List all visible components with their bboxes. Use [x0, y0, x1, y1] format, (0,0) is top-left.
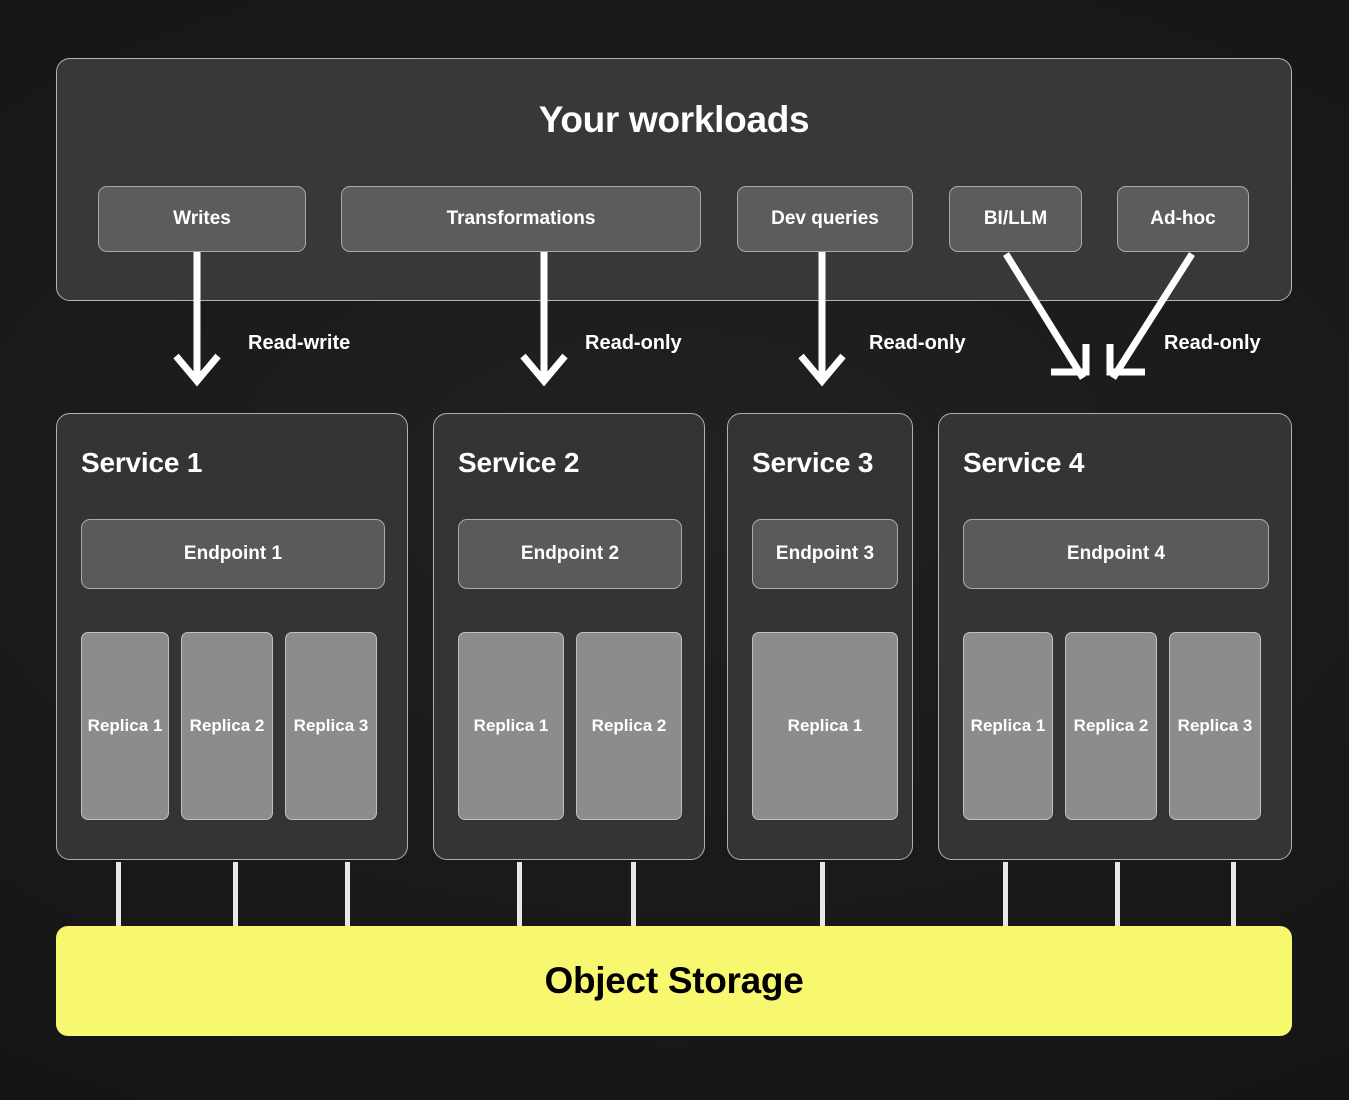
object-storage-label: Object Storage — [544, 960, 804, 1001]
replica-row: Replica 1 Replica 2 Replica 3 — [963, 632, 1261, 820]
storage-connector-s2-r2 — [631, 862, 636, 928]
storage-connector-s1-r1 — [116, 862, 121, 928]
endpoint-label: Endpoint 2 — [520, 543, 620, 564]
service-card-3[interactable]: Service 3 Endpoint 3 Replica 1 — [727, 413, 913, 860]
workloads-panel: Your workloads Writes Transformations Dev … — [56, 58, 1292, 301]
replica-row: Replica 1 — [752, 632, 898, 820]
replica-box[interactable]: Replica 1 — [81, 632, 169, 820]
service-title: Service 2 — [458, 447, 580, 478]
endpoint-box-3[interactable]: Endpoint 3 — [752, 519, 898, 589]
replica-box[interactable]: Replica 3 — [285, 632, 377, 820]
arrow-writes-head — [173, 353, 221, 387]
storage-connector-s1-r2 — [233, 862, 238, 928]
replica-row: Replica 1 Replica 2 Replica 3 — [81, 632, 377, 820]
replica-box[interactable]: Replica 1 — [752, 632, 898, 820]
workload-chip-dev-queries[interactable]: Dev queries — [737, 186, 913, 252]
replica-box[interactable]: Replica 2 — [1065, 632, 1157, 820]
arrow-transformations-head — [520, 353, 568, 387]
workload-chip-label: Transformations — [446, 208, 596, 229]
workload-chip-label: Dev queries — [771, 208, 879, 229]
replica-label: Replica 2 — [189, 716, 265, 735]
replica-label: Replica 3 — [293, 716, 369, 735]
workload-chip-ad-hoc[interactable]: Ad-hoc — [1117, 186, 1249, 252]
workloads-title: Your workloads — [538, 99, 810, 140]
replica-box[interactable]: Replica 1 — [458, 632, 564, 820]
storage-connector-s4-r2 — [1115, 862, 1120, 928]
replica-label: Replica 1 — [473, 716, 549, 735]
storage-connector-s4-r1 — [1003, 862, 1008, 928]
service-card-2[interactable]: Service 2 Endpoint 2 Replica 1 Replica 2 — [433, 413, 705, 860]
replica-box[interactable]: Replica 1 — [963, 632, 1053, 820]
endpoint-box-2[interactable]: Endpoint 2 — [458, 519, 682, 589]
flow-label-2: Read-only — [585, 332, 682, 354]
workload-chip-label: Ad-hoc — [1150, 208, 1216, 229]
storage-connector-s3-r1 — [820, 862, 825, 928]
endpoint-label: Endpoint 4 — [1066, 543, 1166, 564]
endpoint-box-4[interactable]: Endpoint 4 — [963, 519, 1269, 589]
service-title: Service 4 — [963, 447, 1085, 478]
replica-label: Replica 2 — [591, 716, 667, 735]
object-storage-bar: Object Storage — [56, 926, 1292, 1036]
replica-label: Replica 2 — [1073, 716, 1149, 735]
replica-box[interactable]: Replica 2 — [576, 632, 682, 820]
replica-label: Replica 1 — [87, 716, 163, 735]
endpoint-label: Endpoint 1 — [183, 543, 283, 564]
replica-label: Replica 1 — [787, 716, 863, 735]
workload-chip-label: BI/LLM — [983, 208, 1048, 229]
storage-connector-s4-r3 — [1231, 862, 1236, 928]
replica-box[interactable]: Replica 2 — [181, 632, 273, 820]
storage-connector-s2-r1 — [517, 862, 522, 928]
flow-label-1: Read-write — [248, 332, 351, 354]
replica-row: Replica 1 Replica 2 — [458, 632, 682, 820]
storage-connector-s1-r3 — [345, 862, 350, 928]
endpoint-box-1[interactable]: Endpoint 1 — [81, 519, 385, 589]
workload-chip-transformations[interactable]: Transformations — [341, 186, 701, 252]
workload-chip-bi-llm[interactable]: BI/LLM — [949, 186, 1082, 252]
arrow-dev-queries-head — [798, 353, 846, 387]
workload-chip-label: Writes — [173, 208, 231, 229]
replica-label: Replica 3 — [1177, 716, 1253, 735]
replica-box[interactable]: Replica 3 — [1169, 632, 1261, 820]
flow-label-3: Read-only — [869, 332, 966, 354]
replica-label: Replica 1 — [970, 716, 1046, 735]
arrow-bi-llm-head — [1051, 344, 1090, 376]
service-title: Service 1 — [81, 447, 203, 478]
flow-label-4: Read-only — [1164, 332, 1261, 354]
workload-chip-writes[interactable]: Writes — [98, 186, 306, 252]
endpoint-label: Endpoint 3 — [775, 543, 875, 564]
arrow-ad-hoc-head — [1106, 344, 1145, 376]
service-title: Service 3 — [752, 447, 874, 478]
